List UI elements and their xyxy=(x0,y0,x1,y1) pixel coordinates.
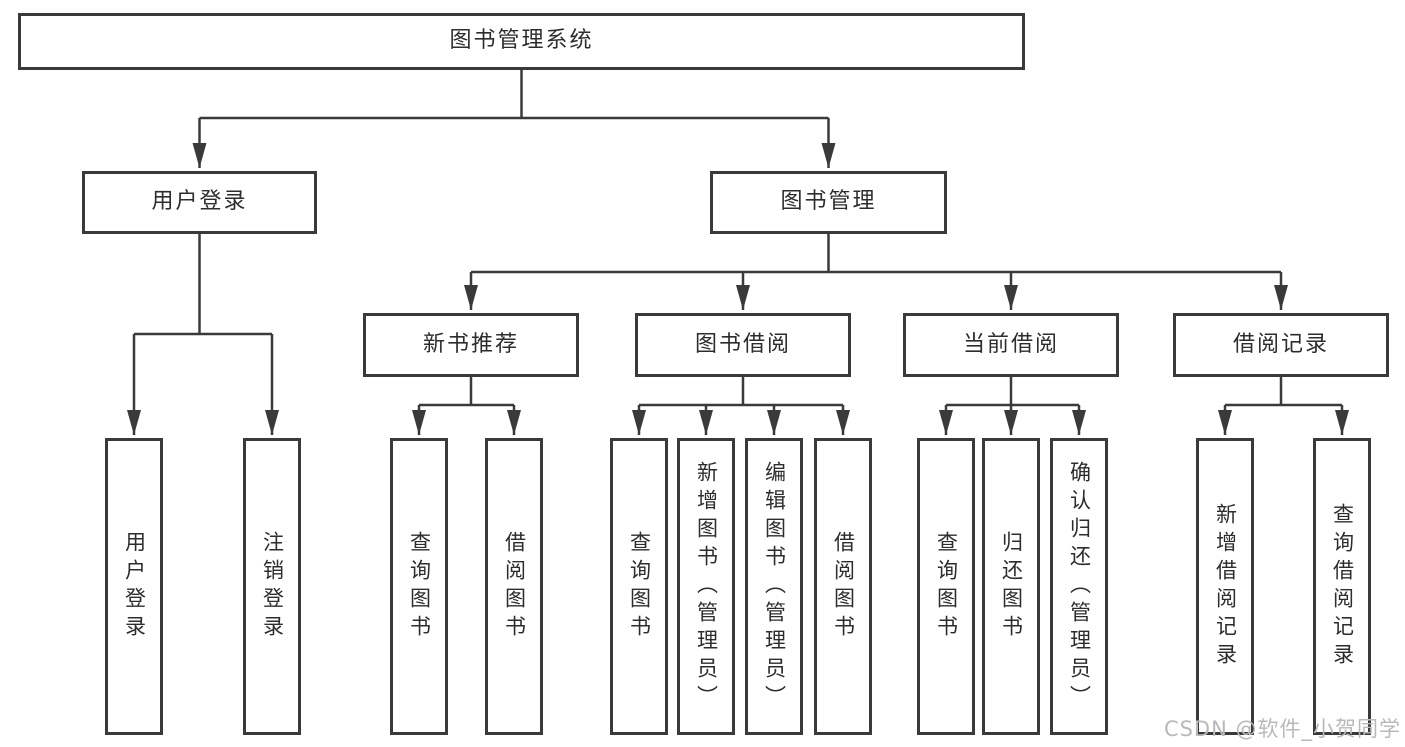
node-book-management-label: 图书管理 xyxy=(780,189,877,215)
leaf-confirm-return-admin-label: 确认归还（管理员） xyxy=(1067,460,1092,713)
node-user-login-label: 用户登录 xyxy=(151,189,248,215)
leaf-edit-book-admin: 编辑图书（管理员） xyxy=(745,438,803,735)
leaf-confirm-return-admin: 确认归还（管理员） xyxy=(1050,438,1108,735)
leaf-add-book-admin-label: 新增图书（管理员） xyxy=(694,460,719,713)
leaf-add-book-admin: 新增图书（管理员） xyxy=(677,438,735,735)
leaf-current-query-books: 查询图书 xyxy=(917,438,975,735)
node-root-label: 图书管理系统 xyxy=(449,28,594,54)
leaf-user-login-label: 用户登录 xyxy=(122,530,147,643)
leaf-edit-book-admin-label: 编辑图书（管理员） xyxy=(762,460,787,713)
leaf-logout: 注销登录 xyxy=(243,438,301,735)
node-root: 图书管理系统 xyxy=(18,13,1025,70)
node-borrowing-records-label: 借阅记录 xyxy=(1232,331,1329,357)
leaf-logout-label: 注销登录 xyxy=(260,530,285,643)
node-current-borrowing: 当前借阅 xyxy=(903,313,1119,377)
node-book-borrowing: 图书借阅 xyxy=(635,313,851,377)
leaf-current-query-books-label: 查询图书 xyxy=(934,530,959,643)
leaf-user-login: 用户登录 xyxy=(105,438,163,735)
leaf-recommend-query-books-label: 查询图书 xyxy=(407,530,432,643)
leaf-query-borrow-record-label: 查询借阅记录 xyxy=(1330,502,1355,671)
csdn-watermark: CSDN @软件_小贺同学 xyxy=(1163,717,1401,741)
leaf-borrowing-query-books: 查询图书 xyxy=(610,438,668,735)
leaf-recommend-query-books: 查询图书 xyxy=(390,438,448,735)
leaf-query-borrow-record: 查询借阅记录 xyxy=(1313,438,1371,735)
node-book-borrowing-label: 图书借阅 xyxy=(694,331,791,357)
leaf-return-books: 归还图书 xyxy=(982,438,1040,735)
leaf-add-borrow-record-label: 新增借阅记录 xyxy=(1213,502,1238,671)
node-book-management: 图书管理 xyxy=(710,171,947,234)
leaf-borrowing-borrow-books-label: 借阅图书 xyxy=(831,530,856,643)
leaf-borrowing-borrow-books: 借阅图书 xyxy=(814,438,872,735)
leaf-borrowing-query-books-label: 查询图书 xyxy=(627,530,652,643)
node-new-book-recommendation-label: 新书推荐 xyxy=(422,331,519,357)
leaf-recommend-borrow-books: 借阅图书 xyxy=(485,438,543,735)
node-new-book-recommendation: 新书推荐 xyxy=(363,313,579,377)
node-current-borrowing-label: 当前借阅 xyxy=(962,331,1059,357)
leaf-return-books-label: 归还图书 xyxy=(999,530,1024,643)
leaf-recommend-borrow-books-label: 借阅图书 xyxy=(502,530,527,643)
leaf-add-borrow-record: 新增借阅记录 xyxy=(1196,438,1254,735)
node-borrowing-records: 借阅记录 xyxy=(1173,313,1389,377)
node-user-login: 用户登录 xyxy=(82,171,317,234)
